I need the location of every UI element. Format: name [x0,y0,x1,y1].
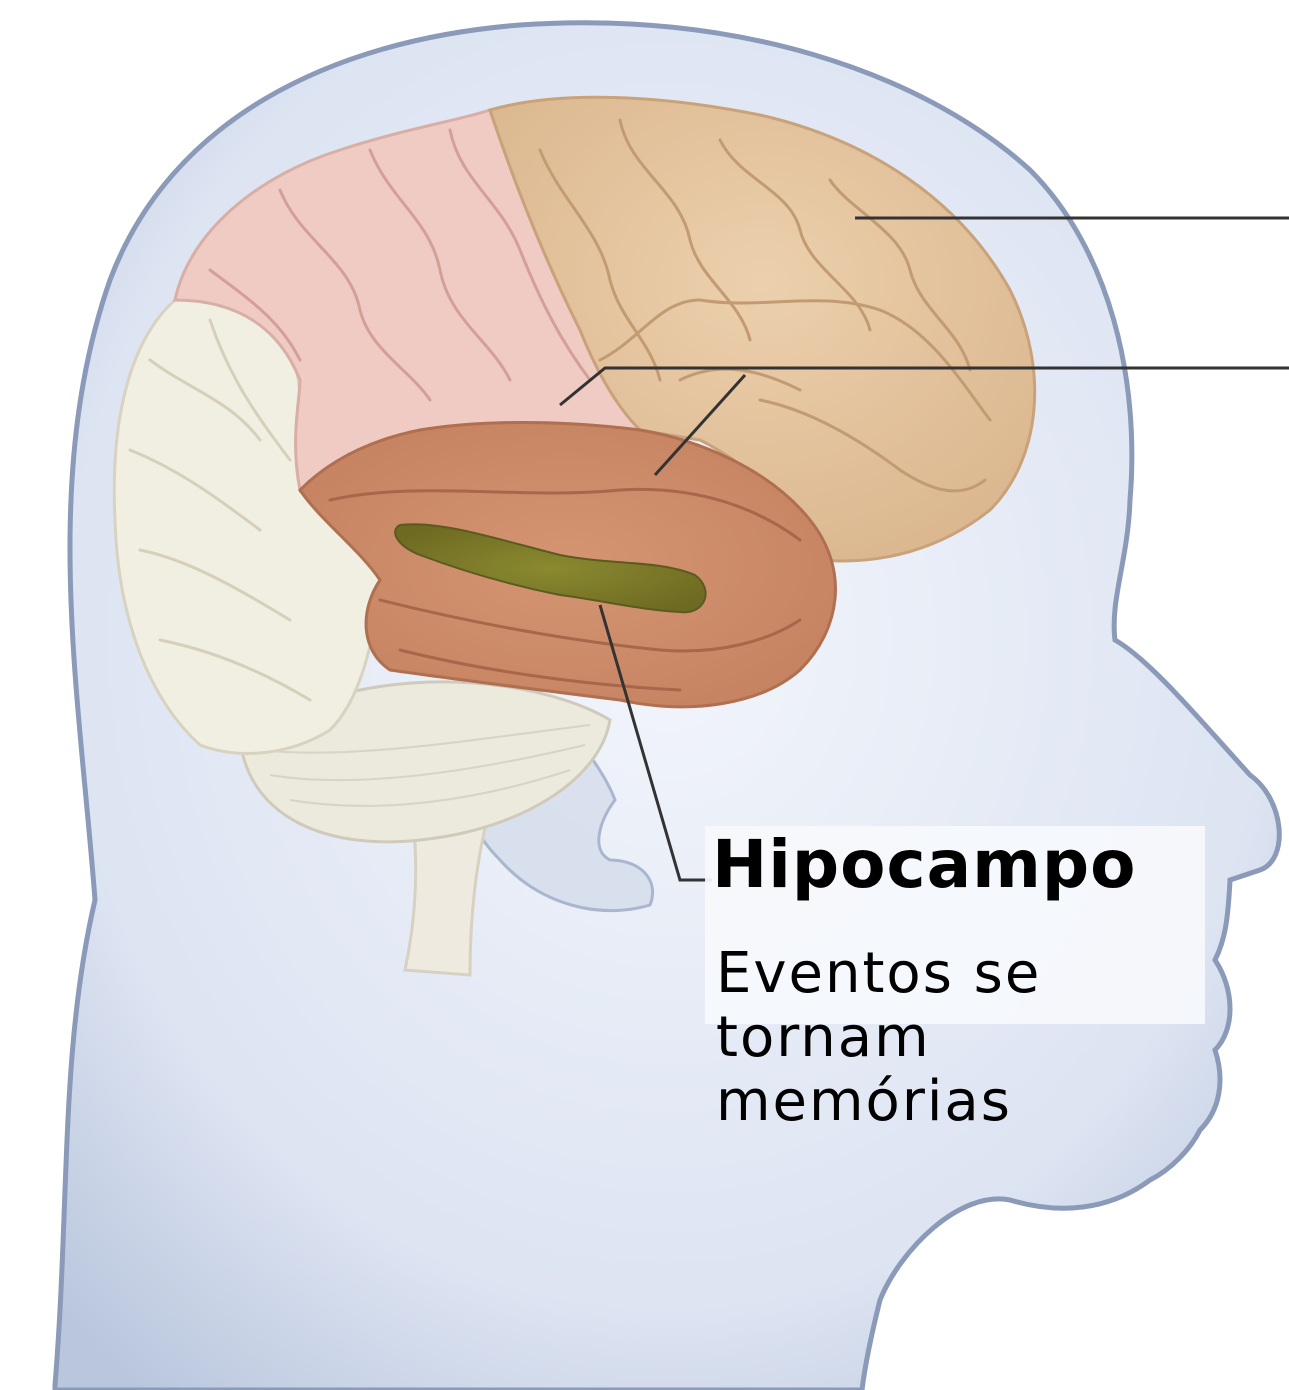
hippocampus-title: Hipocampo [712,832,1136,898]
hippocampus-description: Eventos se tornam memórias [716,942,1196,1134]
